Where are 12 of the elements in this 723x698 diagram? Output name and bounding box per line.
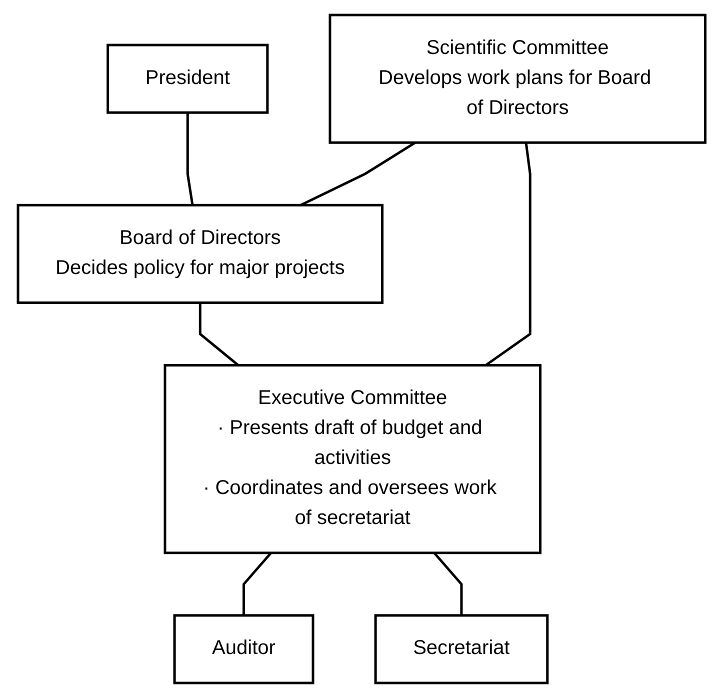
connector bbox=[198, 302, 239, 366]
node-box: President bbox=[106, 44, 269, 114]
connector bbox=[433, 552, 463, 616]
connector bbox=[242, 552, 272, 616]
connector bbox=[484, 142, 532, 366]
node-box: Executive Committee · Presents draft of budget and activities · Coordinates and oversees work of secretariat bbox=[164, 364, 542, 554]
node-box: Secretariat bbox=[374, 614, 549, 684]
connector bbox=[300, 142, 416, 206]
connector bbox=[186, 112, 194, 206]
node-box: Scientific Committee Develops work plans for Board of Directors bbox=[328, 14, 706, 144]
node-box: Board of Directors Decides policy for major projects bbox=[16, 204, 384, 304]
node-box: Auditor bbox=[173, 614, 314, 684]
